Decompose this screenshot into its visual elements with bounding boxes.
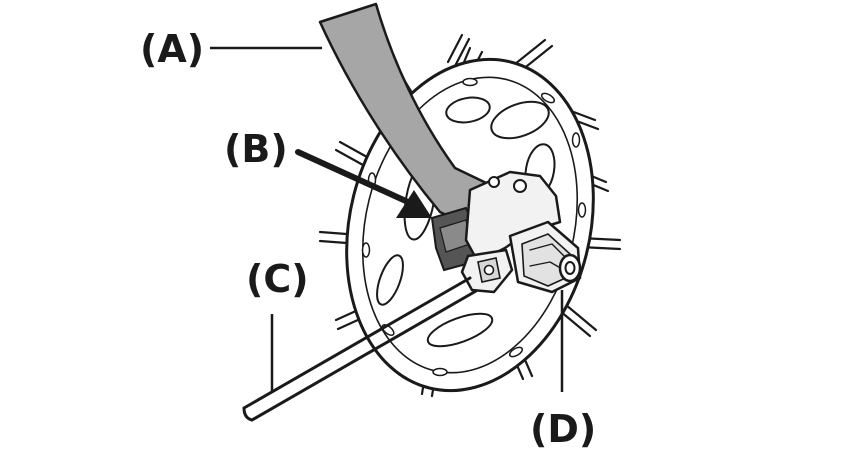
lower-bracket xyxy=(460,248,514,294)
label-b: (B) xyxy=(224,127,288,171)
arrow-b-shaft xyxy=(295,149,411,205)
label-d: (D) xyxy=(530,407,596,451)
arrow-b-head xyxy=(396,190,432,218)
tool-rod xyxy=(242,276,478,422)
bolt-hole xyxy=(513,179,527,193)
label-a: (A) xyxy=(140,27,204,71)
hub-axle-nut xyxy=(508,220,582,294)
label-c: (C) xyxy=(246,257,309,301)
leader-lines xyxy=(210,46,564,392)
